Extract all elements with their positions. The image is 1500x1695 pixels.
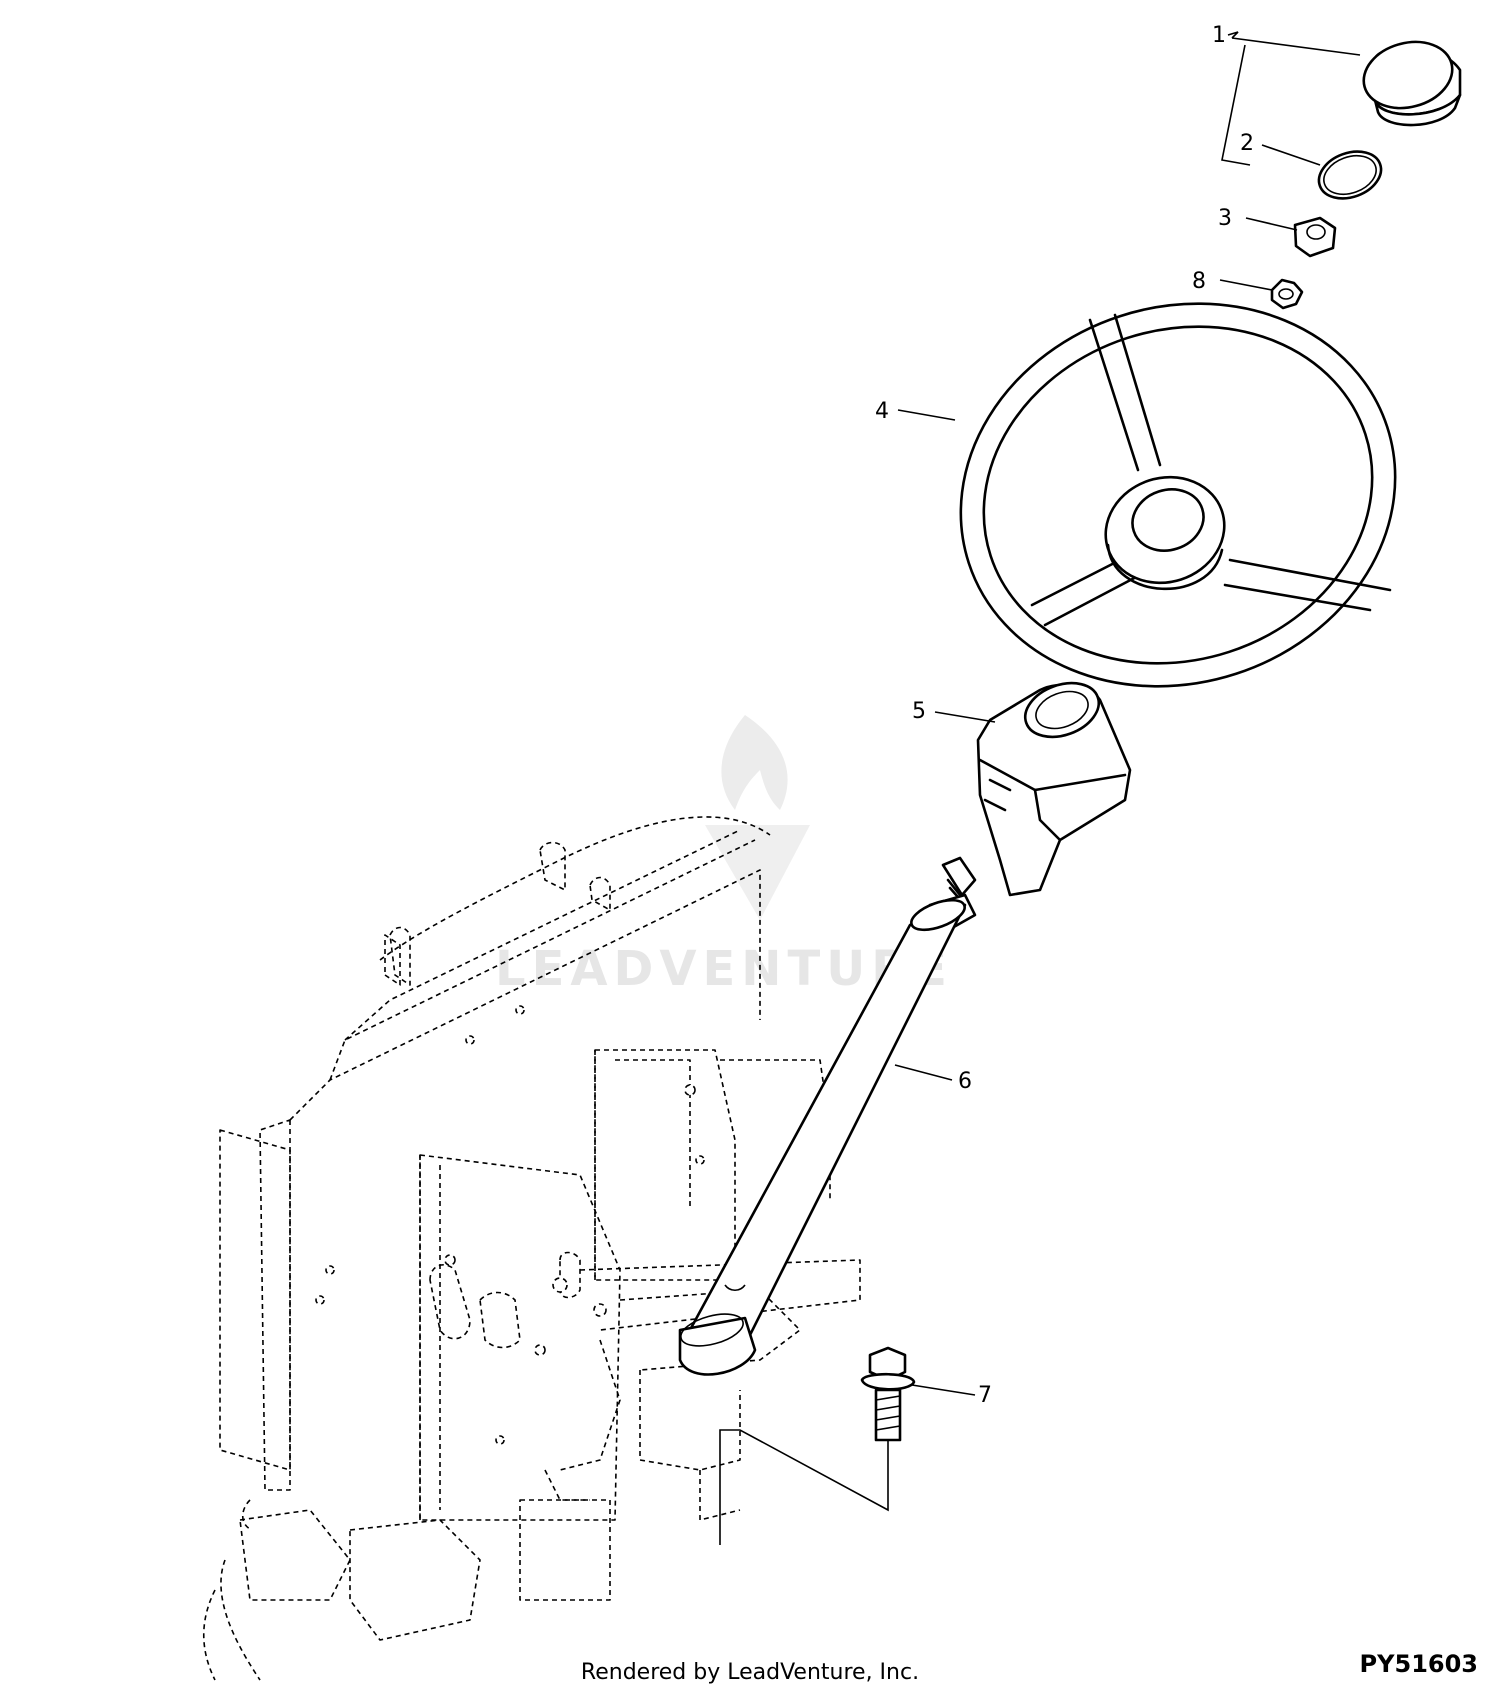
footer-credit: Rendered by LeadVenture, Inc. — [580, 1660, 920, 1685]
callout-2: 2 — [1240, 131, 1254, 156]
part-7-bolt — [860, 1346, 916, 1442]
callout-5: 5 — [912, 699, 926, 724]
callout-3: 3 — [1218, 206, 1232, 231]
callout-7: 7 — [978, 1383, 992, 1408]
part-3-nut — [1293, 216, 1337, 258]
leader-lines — [719, 31, 1361, 1545]
part-2-o-ring — [1317, 150, 1383, 200]
watermark-text: LEADVENTURE — [495, 941, 953, 997]
callout-labels: 1 2 3 8 4 5 6 7 — [875, 23, 1254, 1408]
part-5-steering-shroud — [976, 681, 1132, 897]
part-1-cap — [1362, 40, 1462, 127]
watermark: LEADVENTURE — [495, 715, 953, 997]
callout-6: 6 — [958, 1069, 972, 1094]
part-8-lock-washer — [1270, 278, 1304, 310]
callout-4: 4 — [875, 399, 889, 424]
part-4-steering-wheel — [959, 302, 1397, 688]
part-6-steering-shaft — [678, 856, 977, 1376]
callout-8: 8 — [1192, 269, 1206, 294]
callout-1: 1 — [1212, 23, 1226, 48]
figure-id: PY51603 — [1359, 1650, 1478, 1678]
